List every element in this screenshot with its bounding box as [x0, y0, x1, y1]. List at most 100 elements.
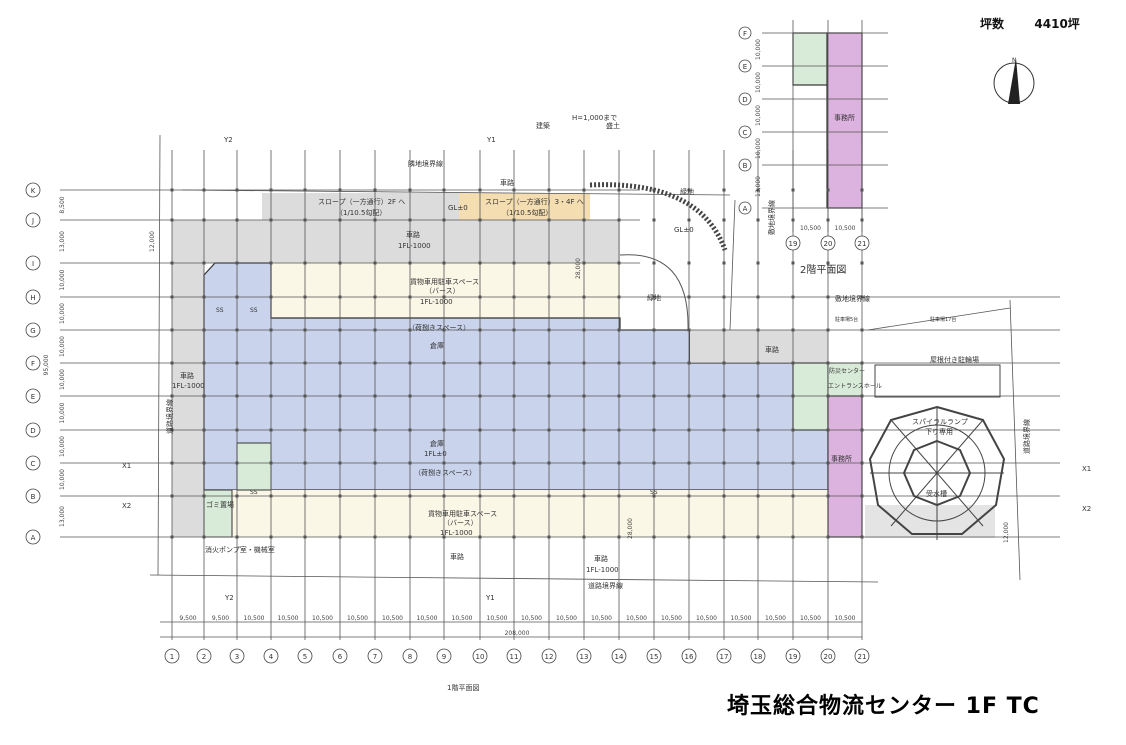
column-post: [617, 188, 621, 192]
grid-bubble-col: [820, 235, 836, 251]
grid-bubble-col: [854, 235, 870, 251]
column-post: [512, 295, 516, 299]
row-dimension: 10,000: [755, 72, 762, 93]
column-post: [582, 188, 586, 192]
column-post: [408, 494, 412, 498]
column-post: [512, 218, 516, 222]
col-dimension: 10,500: [312, 615, 333, 622]
column-post: [617, 494, 621, 498]
column-post: [860, 295, 864, 299]
column-post: [338, 295, 342, 299]
label: （1/10.5勾配）: [502, 208, 552, 217]
column-post: [652, 535, 656, 539]
column-post: [269, 261, 273, 265]
grid-bubble-col: [402, 648, 418, 664]
column-post: [303, 494, 307, 498]
column-post: [512, 361, 516, 365]
grid-bubble-col: [263, 648, 279, 664]
column-post: [202, 394, 206, 398]
label: （荷捌きスペース）: [408, 323, 470, 332]
column-post: [170, 218, 174, 222]
row-dimension: 10,000: [59, 436, 66, 457]
column-post: [617, 461, 621, 465]
column-post: [170, 494, 174, 498]
column-post: [512, 461, 516, 465]
column-post: [338, 494, 342, 498]
column-post: [202, 428, 206, 432]
label: 車路: [406, 230, 420, 239]
column-post: [860, 394, 864, 398]
label: 1FL-1000: [172, 382, 205, 390]
label: 敷地境界線: [767, 200, 776, 235]
label: 緑地: [647, 293, 661, 302]
column-post: [235, 218, 239, 222]
grid-label-col: 21: [858, 240, 867, 248]
column-post: [235, 361, 239, 365]
label: GL±0: [674, 226, 694, 234]
grid-label-row: B: [743, 162, 748, 170]
column-post: [722, 261, 726, 265]
ss-mark: SS: [250, 489, 258, 496]
column-post: [756, 361, 760, 365]
column-post: [547, 394, 551, 398]
column-post: [687, 361, 691, 365]
column-post: [617, 361, 621, 365]
column-post: [235, 188, 239, 192]
column-post: [442, 428, 446, 432]
column-post: [269, 218, 273, 222]
column-post: [652, 394, 656, 398]
row-dimension: 10,000: [59, 336, 66, 357]
grid-bubble-col: [164, 648, 180, 664]
grid-label-row: H: [30, 294, 35, 302]
grid-bubble-col: [196, 648, 212, 664]
col-dimension: 10,500: [835, 615, 856, 622]
column-post: [652, 361, 656, 365]
column-post: [826, 535, 830, 539]
column-post: [373, 461, 377, 465]
label: スロープ（一方通行）3・4F へ: [485, 197, 584, 206]
label: 盛土: [606, 121, 620, 130]
column-post: [235, 494, 239, 498]
column-post: [170, 261, 174, 265]
col-dimension: 10,500: [521, 615, 542, 622]
label: 車路: [180, 371, 194, 380]
column-post: [860, 361, 864, 365]
column-post: [617, 394, 621, 398]
column-post: [687, 494, 691, 498]
label: 消火ポンプ室・機械室: [205, 545, 275, 554]
compass-north-label: N: [1012, 57, 1017, 64]
col-dimension: 10,500: [731, 615, 752, 622]
grid-label-row: J: [31, 217, 34, 225]
label: 1FL±0: [424, 450, 447, 458]
grid-bubble-col: [576, 648, 592, 664]
label: エントランスホール: [828, 383, 882, 390]
col-dimension: 10,500: [626, 615, 647, 622]
column-post: [791, 394, 795, 398]
grid-bubble-row: [738, 201, 752, 215]
column-post: [269, 394, 273, 398]
core-room-right: [792, 362, 829, 431]
grid-label-row: F: [31, 360, 35, 368]
grid-label-col: 3: [235, 653, 239, 661]
column-post: [547, 261, 551, 265]
grid-bubble-row: [25, 182, 41, 198]
grid-label-row: D: [30, 427, 35, 435]
column-post: [269, 328, 273, 332]
column-post: [478, 494, 482, 498]
column-post: [269, 494, 273, 498]
column-post: [722, 494, 726, 498]
label: 駐車場5台: [835, 316, 858, 323]
column-post: [791, 428, 795, 432]
top-berth-zone: [271, 263, 620, 318]
column-post: [442, 494, 446, 498]
column-post: [408, 361, 412, 365]
row-dimension: 10,000: [755, 105, 762, 126]
column-post: [235, 535, 239, 539]
column-post: [791, 328, 795, 332]
dimension: 12,000: [1003, 522, 1010, 543]
floor-area-label: 坪数: [980, 17, 1005, 31]
column-post: [442, 188, 446, 192]
column-post: [202, 218, 206, 222]
slope-2f-zone: [262, 193, 459, 220]
column-post: [202, 494, 206, 498]
